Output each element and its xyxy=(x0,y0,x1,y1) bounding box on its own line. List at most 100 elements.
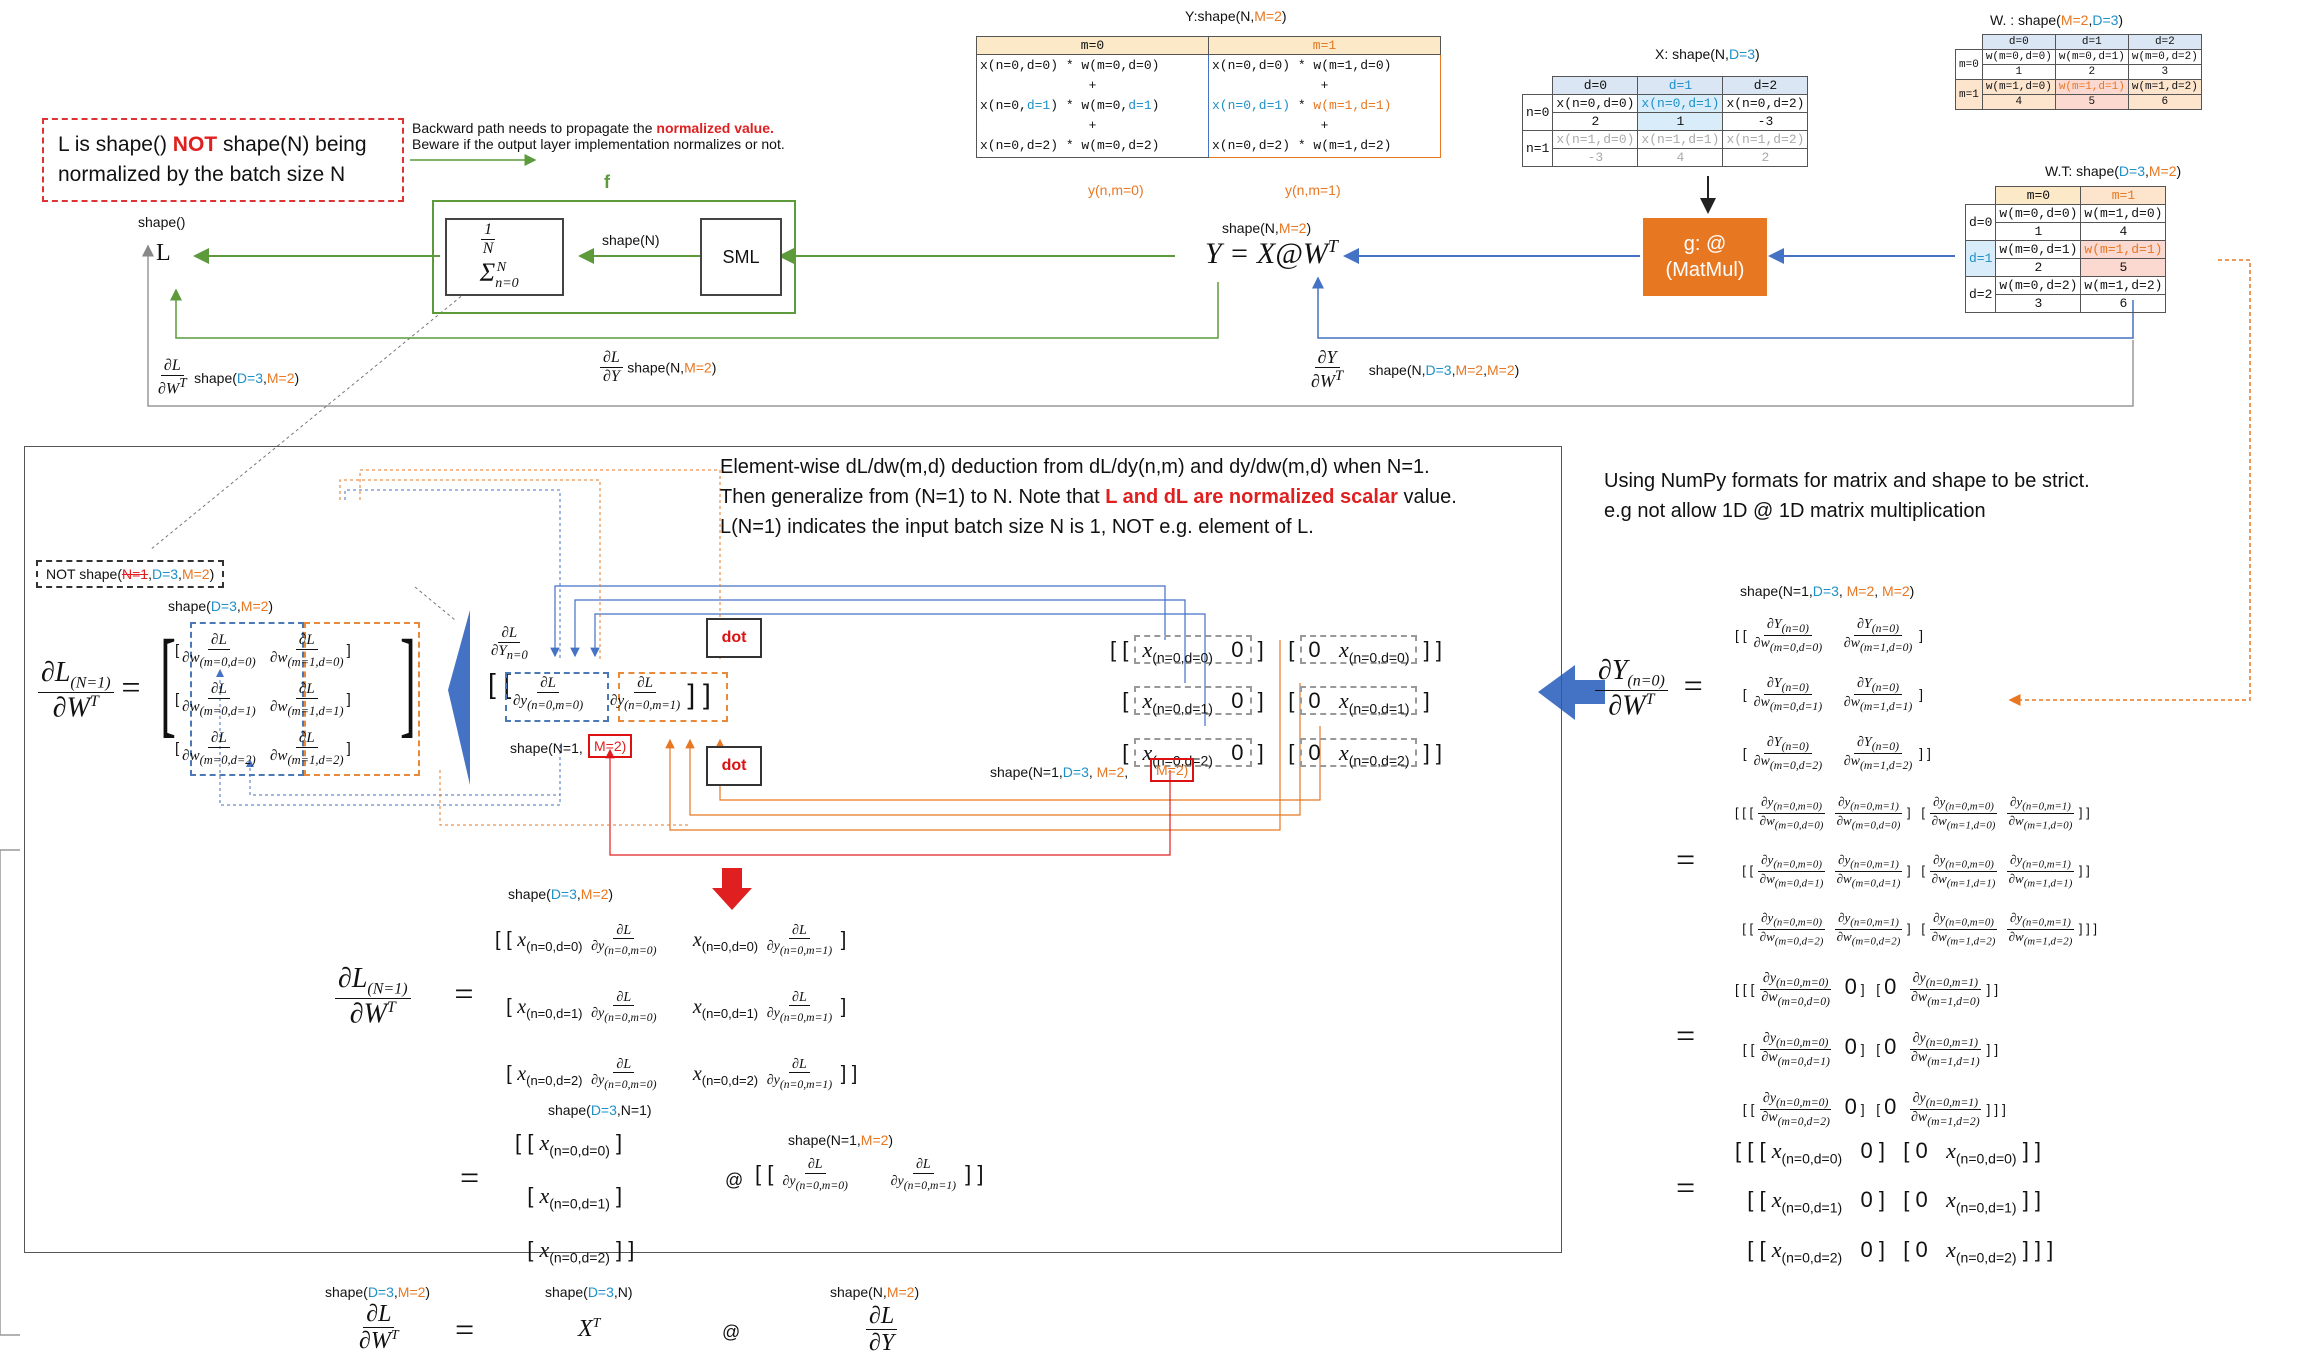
wt-table-title: W.T: shape(D=3,M=2) xyxy=(2045,163,2182,179)
x-value: 4 xyxy=(1637,148,1724,167)
eq-sign: = xyxy=(1676,842,1696,879)
shape-n1m2-label: shape(N=1,M=2) xyxy=(788,1132,894,1148)
wt-col: m=1 xyxy=(2080,186,2167,205)
eq-sign: = xyxy=(1676,1170,1696,1207)
elementwise-text: Then generalize from (N=1) to N. Note th… xyxy=(720,486,1106,508)
note-line2: normalized by the batch size N xyxy=(58,163,346,186)
matmul-operator: @ xyxy=(725,1170,744,1190)
w-cell: w(m=0,d=1) xyxy=(2054,49,2129,65)
final-xt: XT xyxy=(578,1316,601,1342)
x-value-highlight: 1 xyxy=(1637,112,1724,131)
shape-text: shape(N=1, xyxy=(510,740,583,756)
m2-redbox-b: M=2) xyxy=(1150,758,1195,782)
xc-row: [ x(n=0,d=1) ] xyxy=(515,1183,623,1212)
dl-dw-row: [∂L∂w(m=0,d=1) ∂L∂w(m=1,d=1)] xyxy=(175,680,351,718)
numpy-line1: Using NumPy formats for matrix and shape… xyxy=(1604,470,2090,492)
f-box xyxy=(432,200,796,314)
xc-row: [ x(n=0,d=2) ] ] xyxy=(515,1236,635,1266)
wt-value-highlight: 5 xyxy=(2080,258,2167,277)
m2-redbox-a: M=2) xyxy=(588,734,633,758)
w-cell: w(m=0,d=2) xyxy=(2127,49,2202,65)
wt-value: 2 xyxy=(1995,258,2082,277)
final-dl-dwt: ∂L∂WT xyxy=(359,1301,399,1355)
shape-empty-label: shape() xyxy=(138,214,186,230)
y-term: x(n=0,d=2) * w(m=1,d=2) xyxy=(1212,138,1392,153)
w-value: 4 xyxy=(1981,94,2056,110)
dy-row: [ ∂Y(n=0)∂w(m=0,d=2) ∂Y(n=0)∂w(m=1,d=2) … xyxy=(1735,734,1931,772)
dl-dy-shape: shape(N, xyxy=(627,359,685,376)
w-row-label: m=1 xyxy=(1955,79,1983,110)
wt-cell: w(m=0,d=2) xyxy=(1995,276,2082,295)
y-table-title: Y:shape(N,M=2) xyxy=(1185,8,1287,24)
w-value: 3 xyxy=(2127,64,2202,80)
x-col: d=2 xyxy=(1722,76,1809,95)
xzr-row: [ [ x(n=0,d=2) 0 ] [ 0 x(n=0,d=2) ] ] ] xyxy=(1735,1236,2054,1266)
bracket-right: ] xyxy=(400,615,416,748)
elementwise-panel xyxy=(24,446,1562,1253)
xz-row: [ x(n=0,d=1) 0 ] [ 0 x(n=0,d=1) ] xyxy=(1110,686,1430,717)
dy-n0-dwt: ∂Y(n=0)∂WT = xyxy=(1595,656,1703,723)
xz-row: [ [ x(n=0,d=0) 0 ] [ 0 x(n=0,d=0) ] ] xyxy=(1110,635,1442,666)
dy-dw-matrix-2: [ [ [ ∂y(n=0,m=0)∂w(m=0,d=0) ∂y(n=0,m=1)… xyxy=(1735,784,2097,958)
y-cell-m0: x(n=0,d=0) * w(m=0,d=0) + x(n=0,d=1) * w… xyxy=(976,54,1209,158)
final-matmul-op: @ xyxy=(722,1322,741,1342)
x-zero-matrix: [ [ x(n=0,d=0) 0 ] [ 0 x(n=0,d=0) ] ] [ … xyxy=(1110,628,1442,782)
note-text: L is shape() xyxy=(58,133,173,156)
w-cell: w(m=0,d=0) xyxy=(1981,49,2056,65)
x-col: d=0 xyxy=(1552,76,1639,95)
dy3-row: [ [ ∂y(n=0,m=0)∂w(m=0,d=1) 0 ] [ 0 ∂y(n=… xyxy=(1735,1030,1999,1068)
w-value: 1 xyxy=(1981,64,2056,80)
y-term: x(n=0,d=0) * w(m=1,d=0) xyxy=(1212,58,1392,73)
y-term-highlight: x(n=0,d=1) * w(m=1,d=1) xyxy=(1212,98,1392,113)
wt-value: 1 xyxy=(1995,222,2082,241)
matmul-label: g: @ xyxy=(1683,233,1727,255)
dl-dw-grid: [∂L∂w(m=0,d=0) ∂L∂w(m=1,d=0)] [∂L∂w(m=0,… xyxy=(175,626,351,773)
numpy-line2: e.g not allow 1D @ 1D matrix multiplicat… xyxy=(1604,500,1986,522)
x-cell: x(n=1,d=2) xyxy=(1722,130,1809,149)
x-value: -3 xyxy=(1722,112,1809,131)
elementwise-line3: L(N=1) indicates the input batch size N … xyxy=(720,516,1314,538)
y-col-m0: m=0 xyxy=(976,36,1209,55)
res-row: [ [ x(n=0,d=0) ∂L∂y(n=0,m=0) x(n=0,d=0) … xyxy=(495,922,847,958)
dy2-row: [ [ ∂y(n=0,m=0)∂w(m=0,d=1) ∂y(n=0,m=1)∂w… xyxy=(1735,851,2090,890)
w-col: d=2 xyxy=(2127,34,2202,50)
y-term-highlight: x(n=0,d=1) * w(m=0,d=1) xyxy=(980,98,1160,113)
y-plus: + xyxy=(1320,78,1329,93)
dl-dy-row-matrix: [ [ ∂L∂y(n=0,m=0) ∂L∂y(n=0,m=1) ] ] xyxy=(755,1157,984,1192)
wt-value: 3 xyxy=(1995,294,2082,313)
matmul-label2: (MatMul) xyxy=(1665,259,1745,281)
f-label: f xyxy=(604,172,610,192)
dl-dy-n0: ∂L∂Yn=0 xyxy=(491,625,528,662)
w-cell: w(m=1,d=2) xyxy=(2127,79,2202,95)
shape-d3n1-label: shape(D=3,N=1) xyxy=(548,1102,652,1118)
wt-cell: w(m=1,d=2) xyxy=(2080,276,2167,295)
y-eq-text: Y = X@W xyxy=(1205,237,1328,270)
y-term: x(n=0,d=2) * w(m=0,d=2) xyxy=(980,138,1160,153)
shape-n1d3m2m2-label: shape(N=1,D=3, M=2, M=2) xyxy=(1740,583,1915,599)
y-equation: Y = X@WT xyxy=(1205,236,1338,270)
dl-dw-row: [∂L∂w(m=0,d=0) ∂L∂w(m=1,d=0)] xyxy=(175,631,351,669)
res-row: [ x(n=0,d=2) ∂L∂y(n=0,m=0) x(n=0,d=2) ∂L… xyxy=(495,1056,858,1092)
x-cell-highlight: x(n=0,d=1) xyxy=(1637,94,1724,113)
w-table: d=0 d=1 d=2 m=0 w(m=0,d=0) w(m=0,d=1) w(… xyxy=(1955,34,2202,110)
elementwise-text: value. xyxy=(1397,486,1457,508)
x-cell: x(n=0,d=2) xyxy=(1722,94,1809,113)
backward-normalized: normalized value. xyxy=(656,120,774,136)
dy-dw-matrix-1: [ [ ∂Y(n=0)∂w(m=0,d=0) ∂Y(n=0)∂w(m=1,d=0… xyxy=(1735,606,1931,783)
backward-note: Backward path needs to propagate the nor… xyxy=(412,120,785,152)
note-text-post: shape(N) being xyxy=(217,133,367,156)
wt-row-label: d=1 xyxy=(1964,240,1997,277)
x-value: -3 xyxy=(1552,148,1639,167)
w-value: 2 xyxy=(2054,64,2129,80)
dot-box-bottom: dot xyxy=(706,746,762,786)
y-foot-m1: y(n,m=1) xyxy=(1285,182,1341,198)
dl-dwt-shape: shape( xyxy=(194,369,237,386)
y-shape-label: shape(N,M=2) xyxy=(1222,220,1312,236)
xc-row: [ [ x(n=0,d=0) ] xyxy=(515,1130,623,1159)
dy-dwt-shape: shape(N, xyxy=(1368,361,1426,378)
y-table: m=0 m=1 x(n=0,d=0) * w(m=0,d=0) + x(n=0,… xyxy=(976,36,1441,158)
dl-dy-label: ∂L∂Y shape(N,M=2) xyxy=(600,349,716,385)
